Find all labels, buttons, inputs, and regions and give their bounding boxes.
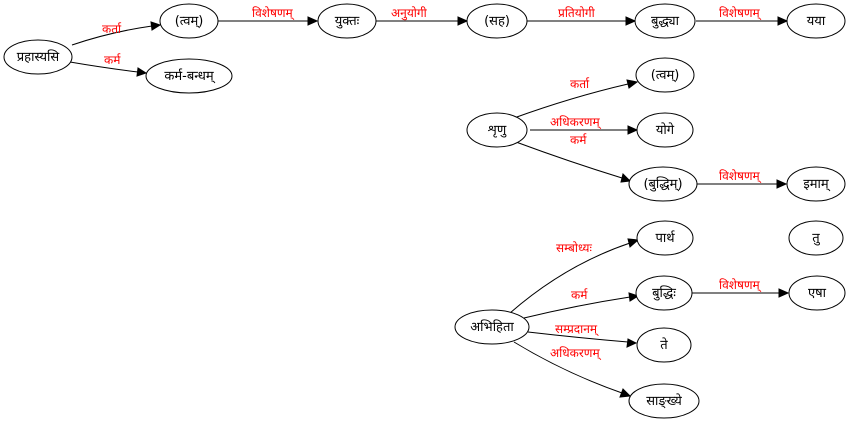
node-label: शृणु	[488, 123, 507, 138]
node-label: इमाम्	[803, 177, 830, 192]
node-saha: (सह)	[466, 3, 528, 39]
node-label: एषा	[808, 286, 827, 301]
node-label: युक्तः	[335, 14, 360, 29]
edge-abhihita-buddhih: कर्म	[523, 288, 640, 319]
edge-label-pratiyogi: प्रतियोगी	[558, 6, 596, 20]
edge-saha-buddhya: प्रतियोगी	[527, 6, 637, 26]
node-label: (त्वम्)	[175, 14, 204, 29]
edge-label-visheshanam: विशेषणम्	[252, 6, 295, 21]
node-buddhih: बुद्धिः	[635, 275, 693, 311]
node-label: ते	[660, 337, 668, 353]
edge-label-karta: कर्ता	[102, 22, 122, 36]
node-yuktah: युक्तः	[317, 3, 377, 39]
edge-yuktah-saha: अनुयोगी	[376, 6, 469, 26]
edge-label-visheshanam: विशेषणम्	[719, 169, 762, 184]
edge-label-karma: कर्म	[571, 288, 588, 302]
node-label: बुद्धिः	[652, 285, 676, 301]
edge-label-sampradanam: सम्प्रदानम्	[555, 322, 599, 337]
node-buddhim: (बुद्धिम्)	[628, 166, 698, 202]
node-label: साङ्ख्ये	[646, 393, 682, 409]
edge-buddhih-esha: विशेषणम्	[692, 278, 790, 298]
edge-buddhim-imam: विशेषणम्	[696, 169, 788, 189]
edge-prahasyasi-karmabandham: कर्म	[69, 53, 148, 77]
edge-label-karma: कर्म	[104, 53, 121, 67]
node-label: कर्म-बन्धम्	[164, 68, 215, 84]
node-tu: तु	[788, 220, 844, 256]
node-partha: पार्थ	[636, 220, 694, 256]
node-label: (बुद्धिम्)	[643, 176, 682, 192]
node-sankhye: साङ्ख्ये	[628, 383, 700, 419]
edge-shrinu-yoge: अधिकरणम्	[530, 115, 639, 135]
node-label: (त्वम्)	[651, 68, 680, 83]
edge-label-karta: कर्ता	[570, 77, 590, 91]
node-yaya: यया	[786, 3, 846, 39]
edge-buddhya-yaya: विशेषणम्	[696, 6, 789, 26]
edge-abhihita-te: सम्प्रदानम्	[527, 322, 638, 348]
node-label: अभिहिता	[470, 319, 514, 335]
edge-tvam-yuktah: विशेषणम्	[218, 6, 319, 26]
node-label: बुद्ध्या	[651, 14, 680, 29]
node-imam: इमाम्	[786, 166, 846, 202]
node-label: प्रहास्यसि	[17, 49, 60, 65]
edge-label-adhikaranam: अधिकरणम्	[550, 115, 602, 130]
node-label: पार्थ	[655, 230, 675, 246]
node-karma-bandham: कर्म-बन्धम्	[145, 58, 233, 94]
edge-abhihita-partha: सम्बोध्यः	[509, 238, 640, 314]
edge-shrinu-buddhim: कर्म	[515, 133, 632, 183]
node-tvam-2: (त्वम्)	[635, 57, 695, 93]
edge-label-anuyogi: अनुयोगी	[391, 6, 428, 21]
node-label: योगे	[656, 122, 675, 138]
node-tvam-1: (त्वम्)	[159, 3, 219, 39]
node-te: ते	[636, 327, 692, 363]
edge-abhihita-sankhye: अधिकरणम्	[513, 341, 632, 398]
node-label: (सह)	[484, 14, 510, 29]
edge-label-sambodhyah: सम्बोध्यः	[556, 241, 592, 255]
node-label: यया	[807, 14, 826, 29]
edge-label-adhikaranam: अधिकरणम्	[550, 346, 602, 361]
node-abhihita: अभिहिता	[454, 309, 530, 345]
node-prahasyasi: प्रहास्यसि	[3, 39, 73, 75]
edge-label-visheshanam: विशेषणम्	[719, 6, 762, 21]
node-label: तु	[812, 231, 820, 246]
node-yoge: योगे	[636, 112, 694, 148]
edge-label-visheshanam: विशेषणम्	[719, 278, 762, 293]
edge-prahasyasi-tvam: कर्ता	[71, 21, 162, 46]
edge-label-karma: कर्म	[570, 133, 587, 147]
node-buddhya: बुद्ध्या	[634, 3, 696, 39]
node-esha: एषा	[788, 275, 846, 311]
node-shrinu: शृणु	[466, 112, 528, 148]
edge-shrinu-tvam: कर्ता	[513, 77, 639, 119]
